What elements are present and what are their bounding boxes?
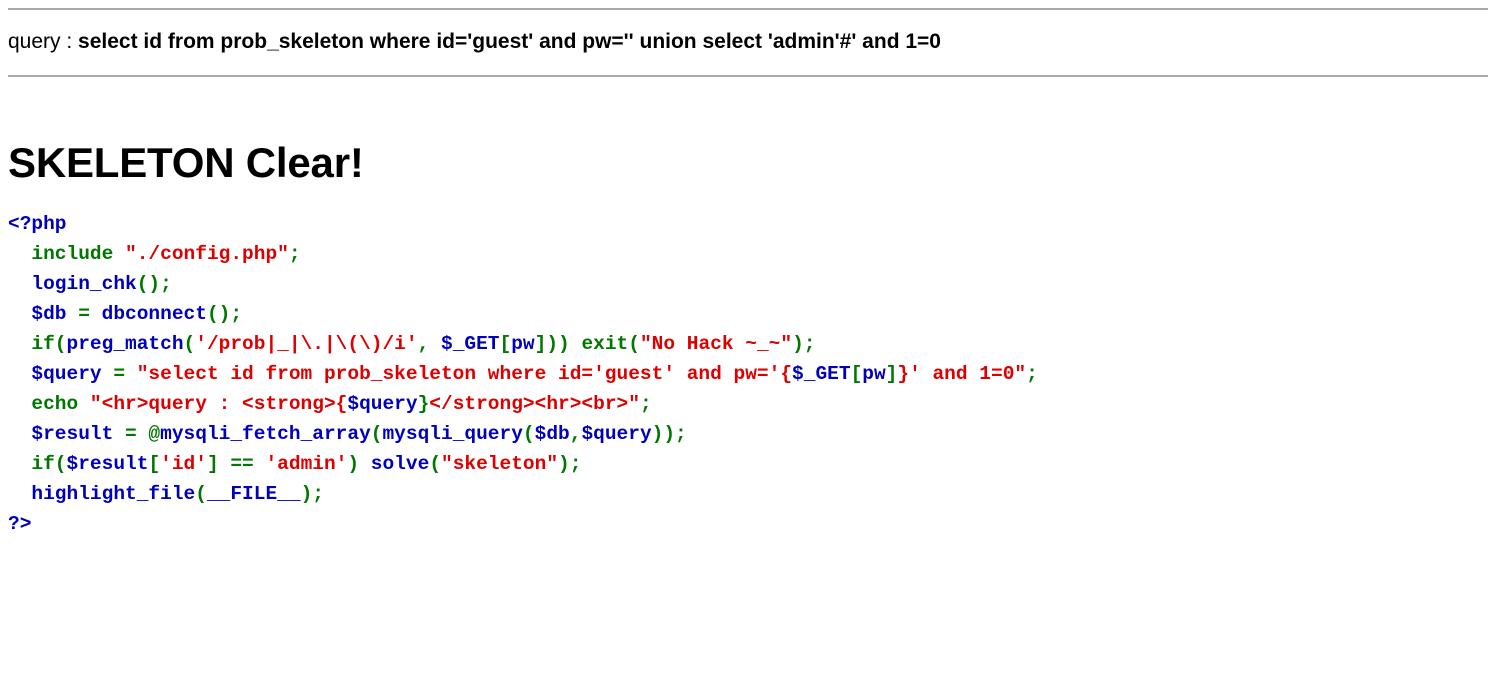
code-token: $_GET	[792, 363, 851, 386]
code-token: ));	[651, 423, 687, 446]
code-token: dbconnect	[101, 303, 207, 326]
code-token: mysqli_fetch_array	[160, 423, 371, 446]
code-token: $query	[581, 423, 652, 446]
query-label: query :	[8, 30, 79, 53]
code-token: "./config.php"	[125, 243, 289, 266]
code-token: __FILE__	[206, 483, 301, 506]
code-token: if(	[31, 453, 67, 476]
code-token: [	[148, 453, 161, 476]
page-root: query : select id from prob_skeleton whe…	[0, 8, 1496, 539]
php-source-code: <?php include "./config.php"; login_chk(…	[8, 209, 1488, 539]
code-token: "No Hack ~_~"	[639, 333, 793, 356]
clear-message-heading: SKELETON Clear!	[8, 139, 364, 186]
code-token: (	[195, 483, 207, 506]
code-token: }' and 1=0"	[897, 363, 1027, 386]
code-token: echo	[31, 393, 90, 416]
code-token: ,	[417, 333, 441, 356]
code-token: );	[792, 333, 816, 356]
code-token	[8, 423, 31, 445]
code-token: ?>	[8, 513, 32, 536]
line-break-spacer	[8, 85, 1488, 111]
code-token	[8, 273, 31, 295]
code-token: )	[347, 453, 371, 476]
code-token: ]	[885, 363, 898, 386]
code-token: =	[113, 363, 137, 386]
code-token: [	[850, 363, 863, 386]
code-token: (	[370, 423, 383, 446]
code-token: ]))	[534, 333, 582, 356]
code-token: '/prob|_|\.|\(\)/i'	[195, 333, 418, 356]
code-token: (	[183, 333, 196, 356]
code-token: );	[300, 483, 324, 506]
code-token: include	[31, 243, 126, 266]
code-token: = @	[125, 423, 161, 446]
bottom-horizontal-rule	[8, 75, 1488, 77]
code-token: 'id'	[160, 453, 207, 476]
code-token: =	[78, 303, 102, 326]
code-token: mysqli_query	[382, 423, 523, 446]
query-output-line: query : select id from prob_skeleton whe…	[8, 18, 1488, 67]
code-token: solve	[370, 453, 430, 476]
code-token: "select id from prob_skeleton where id='…	[136, 363, 793, 386]
code-token	[8, 243, 31, 265]
code-token: ] ==	[206, 453, 266, 476]
code-token: $result	[66, 453, 149, 476]
code-token: pw	[511, 333, 535, 356]
code-token: "skeleton"	[441, 453, 559, 476]
code-token: pw	[862, 363, 886, 386]
code-token: preg_match	[66, 333, 184, 356]
code-token: (	[522, 423, 535, 446]
code-token: ,	[569, 423, 582, 446]
code-token: [	[499, 333, 512, 356]
code-token: }	[417, 393, 430, 416]
code-token: if(	[31, 333, 67, 356]
code-token: login_chk	[31, 273, 137, 296]
code-token: $result	[31, 423, 126, 446]
code-token: (	[429, 453, 442, 476]
code-token: ();	[206, 303, 243, 326]
code-token: highlight_file	[31, 483, 196, 506]
code-token: );	[558, 453, 582, 476]
code-token: ;	[288, 243, 301, 266]
code-token: exit(	[581, 333, 640, 356]
code-token	[8, 363, 31, 385]
code-token: $query	[347, 393, 418, 416]
code-token: $db	[31, 303, 79, 326]
code-token: $_GET	[441, 333, 500, 356]
code-token: ;	[639, 393, 652, 416]
top-horizontal-rule	[8, 8, 1488, 10]
code-token: ;	[1026, 363, 1038, 386]
code-token	[8, 483, 31, 505]
code-token	[8, 333, 31, 355]
code-token: </strong><hr><br>"	[429, 393, 640, 416]
code-token: $db	[534, 423, 570, 446]
code-token	[8, 303, 31, 325]
code-token	[8, 453, 31, 475]
code-token: 'admin'	[265, 453, 348, 476]
code-token: "<hr>query : <strong>{	[89, 393, 348, 416]
code-token: $query	[31, 363, 114, 386]
query-value: select id from prob_skeleton where id='g…	[78, 30, 941, 53]
code-token: <?php	[8, 213, 67, 236]
code-token	[8, 393, 31, 415]
code-token: ();	[136, 273, 172, 296]
